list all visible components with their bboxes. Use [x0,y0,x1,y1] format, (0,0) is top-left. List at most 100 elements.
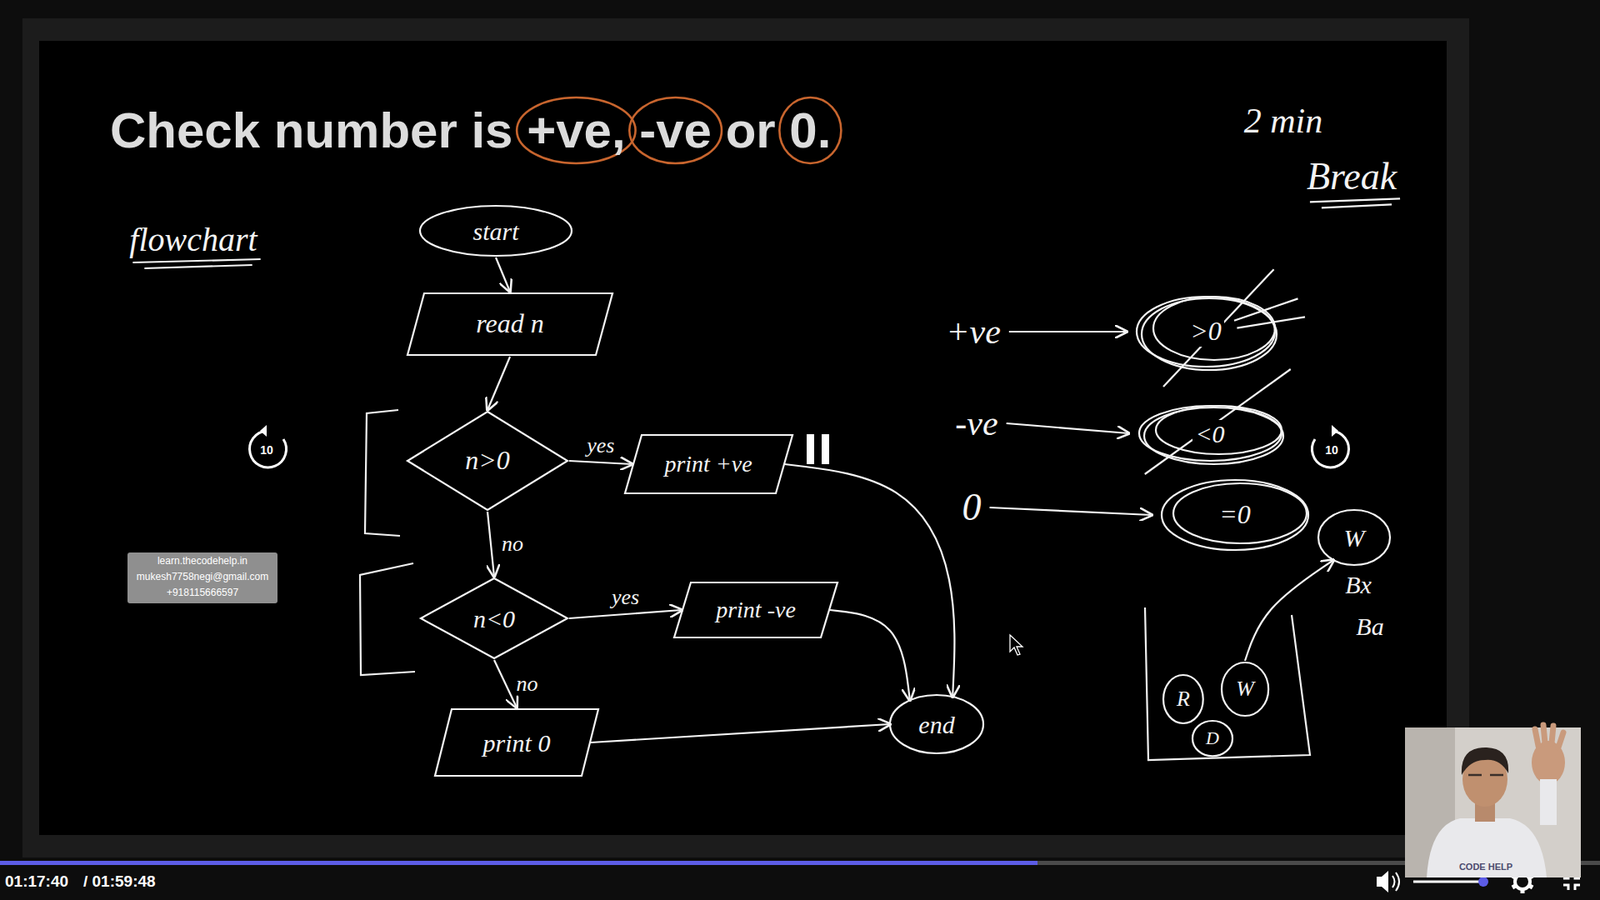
rewind-head [260,425,267,437]
strike-line [1163,269,1275,387]
flow-arrow [830,610,910,700]
parallelogram-outline [625,435,793,494]
leader-arrow [990,507,1153,515]
forward-seconds: 10 [1325,443,1339,457]
underline [132,259,260,263]
output-box: print -ve [672,580,840,640]
corner [1563,885,1569,890]
case-note: +ve [945,311,1001,352]
branch-label: yes [583,434,618,459]
volume-wave [1395,872,1400,891]
flow-arrow [569,460,633,465]
rewind-icon [250,425,287,468]
branch-label: no [513,671,542,696]
watermark-box [127,552,278,604]
bracket [360,563,415,675]
pause-bar [821,434,830,465]
flow-arrow [785,464,955,697]
volume-wave [1392,875,1395,888]
oval-outline [1141,298,1277,370]
node-text: print -ve [713,597,799,624]
decision-diamond: n<0 [419,576,570,660]
node-text: n<0 [470,605,518,633]
annotations [132,97,1400,515]
underline [1310,198,1400,202]
fingers [1535,725,1564,748]
leader-arrow [1009,330,1127,333]
decision-diamond: n>0 [405,410,570,512]
oval-outline [1221,662,1269,716]
webcam-background [1405,727,1581,878]
strike-line [1236,316,1305,328]
flow-arrow [495,257,510,292]
mode-note: Ba [1355,612,1384,642]
branch-label: no [498,532,527,557]
watermark: +918115666597 [166,587,239,600]
volume-slider [1413,880,1485,884]
strike-line [1144,369,1290,475]
watermark: learn.thecodehelp.in [157,555,248,568]
flow-arrow [569,610,682,619]
rewind-seconds: 10 [260,443,274,457]
sleeve [1540,779,1557,825]
underline [1321,204,1392,208]
condition-oval: <0 [1137,404,1284,463]
node-text: print 0 [480,729,554,757]
oval-outline [1144,407,1284,465]
corner [1575,885,1580,890]
pause-bar [806,434,815,465]
mode-circle: R [1161,673,1205,725]
shirt-logo: CODE HELP [1459,861,1513,873]
parallelogram-outline [674,582,838,638]
node-text: >0 [1187,316,1225,346]
diamond-outline [407,411,568,510]
webcam-feed [1405,725,1581,878]
oval-outline [1161,480,1309,550]
node-text: <0 [1192,420,1227,448]
node-text: read n [473,309,546,339]
oval-outline [1153,296,1275,360]
mode-circle: W [1316,508,1392,567]
total-time: / 01:59:48 [83,872,156,891]
mouse-cursor [1010,635,1023,655]
break-note: Break [1306,155,1397,200]
eyes [1468,774,1504,777]
gear-tooth [1527,883,1535,890]
slide-title: Check number is +ve, -ve or 0. [110,101,831,160]
video-frame [22,18,1470,858]
mode-note: Bx [1345,570,1372,600]
node-text: R [1174,687,1193,712]
flow-arrow [1245,560,1334,661]
gear-tooth [1520,888,1525,894]
node-text: =0 [1216,500,1254,530]
oval-outline [1163,675,1204,724]
hoodie [1426,818,1547,878]
forward-head [1331,425,1339,437]
gear-tooth [1511,883,1519,890]
node-text: W [1341,524,1368,552]
rewind-arc [250,430,287,468]
oval-outline [1318,510,1390,565]
flow-arrow [590,724,890,743]
start-terminal: start [418,204,574,258]
hair [1461,747,1509,775]
watermark: mukesh7758negi@gmail.com [136,571,269,584]
volume-knob [1478,876,1489,887]
node-text: D [1203,728,1222,749]
heading-note: flowchart [129,220,257,260]
current-time: 01:17:40 [5,872,69,891]
oval-outline [1173,483,1307,544]
forward-icon [1311,425,1349,468]
forward-arc [1311,430,1349,468]
strike-line [1234,298,1299,320]
parallelogram-outline [407,293,613,355]
node-text: W [1233,677,1257,702]
flow-arrow [487,356,510,410]
node-text: n>0 [462,445,513,475]
output-box: print 0 [433,707,600,778]
progress-track [0,860,1600,865]
node-text: print +ve [661,451,755,478]
case-note: -ve [955,403,998,444]
node-text: start [470,217,521,245]
